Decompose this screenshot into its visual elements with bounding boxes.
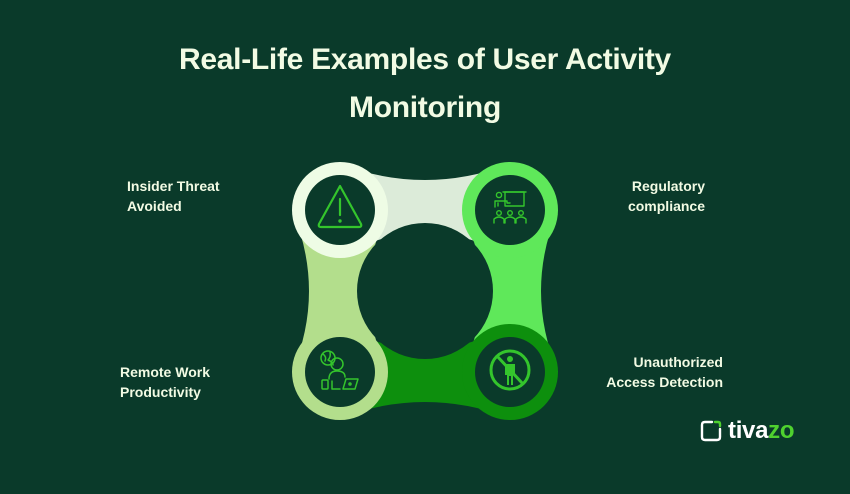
- no-person-prohibited-icon: [489, 349, 531, 391]
- label-line: Remote Work: [120, 364, 210, 380]
- title-line-2: Monitoring: [349, 91, 501, 124]
- label-line: compliance: [627, 198, 705, 214]
- logo-text-main: tiva: [728, 417, 769, 444]
- node-top-right: [462, 162, 558, 258]
- tivazo-logo-icon: [700, 420, 722, 442]
- label-line: Regulatory: [631, 178, 705, 194]
- node-bottom-right: [462, 324, 558, 420]
- node-top-left: [292, 162, 388, 258]
- connector-bottom: [340, 326, 510, 418]
- logo-wordmark: tivazo: [728, 417, 795, 444]
- logo-text-accent: zo: [768, 417, 795, 444]
- page-title: Real-Life Examples of User Activity Moni…: [0, 36, 850, 132]
- title-line-1: Real-Life Examples of User Activity: [179, 43, 671, 76]
- label-remote-work: Remote Work Productivity: [120, 362, 210, 402]
- label-regulatory-compliance: Regulatory compliance: [604, 176, 705, 216]
- tivazo-logo: tivazo: [700, 417, 795, 444]
- label-line: Insider Threat: [127, 178, 220, 194]
- label-unauthorized-access: Unauthorized Access Detection: [598, 352, 723, 392]
- node-bottom-left: [292, 324, 388, 420]
- label-line: Productivity: [120, 384, 201, 400]
- connector-top: [340, 164, 510, 256]
- label-line: Access Detection: [606, 374, 723, 390]
- warning-triangle-icon: [317, 184, 363, 229]
- label-insider-threat: Insider Threat Avoided: [127, 176, 220, 216]
- remote-worker-laptop-icon: [320, 350, 359, 390]
- label-line: Unauthorized: [633, 354, 723, 370]
- label-line: Avoided: [127, 198, 182, 214]
- center-hole: [357, 223, 493, 359]
- presentation-audience-icon: [493, 191, 527, 224]
